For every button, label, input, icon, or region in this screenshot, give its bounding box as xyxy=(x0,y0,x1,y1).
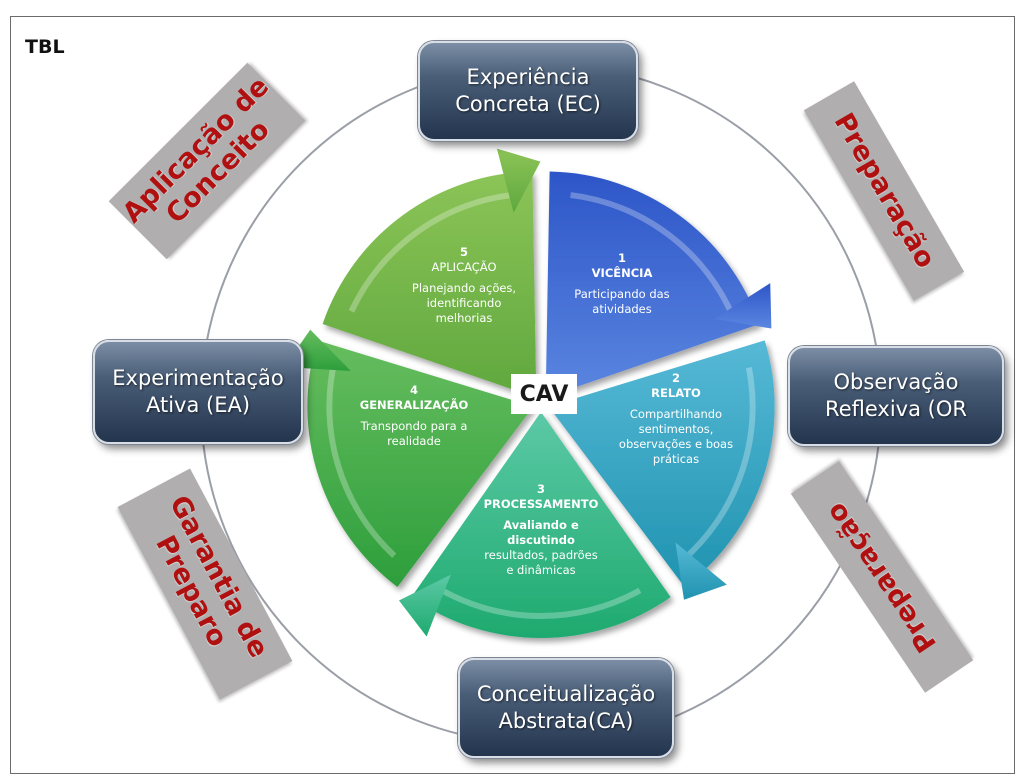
box-concrete-experience: Experiência Concreta (EC) xyxy=(418,41,638,141)
diagram-title: TBL xyxy=(25,36,65,58)
segment-relato-text: observações e boas xyxy=(619,437,733,451)
segment-generalizacao xyxy=(307,340,534,587)
segment-vivencia-text: atividades xyxy=(592,302,651,316)
segment-relato-text: práticas xyxy=(653,452,699,466)
segment-generalizacao-text: realidade xyxy=(387,434,441,448)
cycle-segments xyxy=(284,148,775,638)
segment-aplicacao-arrow xyxy=(348,191,519,313)
segment-relato-text: Compartilhando xyxy=(630,407,722,421)
segment-relato-number: 2 xyxy=(672,371,680,385)
segment-vivencia-number: 1 xyxy=(618,251,626,265)
segment-aplicacao xyxy=(322,171,537,398)
box-reflective-observation: Observação Reflexiva (OR xyxy=(788,346,1004,446)
segment-vivencia xyxy=(545,171,760,398)
segment-processamento-arrow xyxy=(434,584,642,619)
segment-processamento-text-bold: discutindo xyxy=(507,533,575,547)
segment-processamento xyxy=(411,412,671,638)
segment-relato-arrow xyxy=(680,366,756,563)
segment-generalizacao-title: GENERALIZAÇÃO xyxy=(360,397,469,412)
segment-aplicacao-title: APLICAÇÃO xyxy=(431,259,496,274)
segment-generalizacao-text: Transpondo para a xyxy=(360,419,468,433)
segment-processamento-text: resultados, padrões xyxy=(484,548,597,562)
segment-aplicacao-text: melhorias xyxy=(436,311,493,325)
segment-relato-title: RELATO xyxy=(651,386,701,400)
box-active-experimentation: Experimentação Ativa (EA) xyxy=(93,340,303,444)
segment-processamento-text-bold: Avaliando e xyxy=(503,518,579,532)
segment-processamento-title: PROCESSAMENTO xyxy=(484,497,599,511)
segment-processamento-text: e dinâmicas xyxy=(506,563,575,577)
segment-vivencia-text: Participando das xyxy=(574,287,669,301)
segment-aplicacao-text: identificando xyxy=(427,296,502,310)
segment-processamento-number: 3 xyxy=(537,482,545,496)
segment-aplicacao-text: Planejando ações, xyxy=(412,281,516,295)
segment-relato xyxy=(548,340,775,587)
center-label: CAV xyxy=(511,374,577,414)
segment-relato-arrowhead xyxy=(675,542,727,600)
segment-aplicacao-number: 5 xyxy=(460,245,468,259)
segment-relato-text: sentimentos, xyxy=(639,422,714,436)
segment-processamento-arrowhead xyxy=(398,574,451,637)
box-abstract-conceptualization: Conceitualização Abstrata(CA) xyxy=(458,658,674,758)
diagram-frame xyxy=(10,16,1015,774)
segment-vivencia-title: VICÊNCIA xyxy=(592,265,653,280)
segment-generalizacao-number: 4 xyxy=(410,383,418,397)
segment-aplicacao-arrowhead xyxy=(496,148,541,213)
segment-vivencia-arrowhead xyxy=(714,283,772,329)
segment-generalizacao-arrow xyxy=(326,359,397,558)
segment-vivencia-arrow xyxy=(570,192,737,319)
